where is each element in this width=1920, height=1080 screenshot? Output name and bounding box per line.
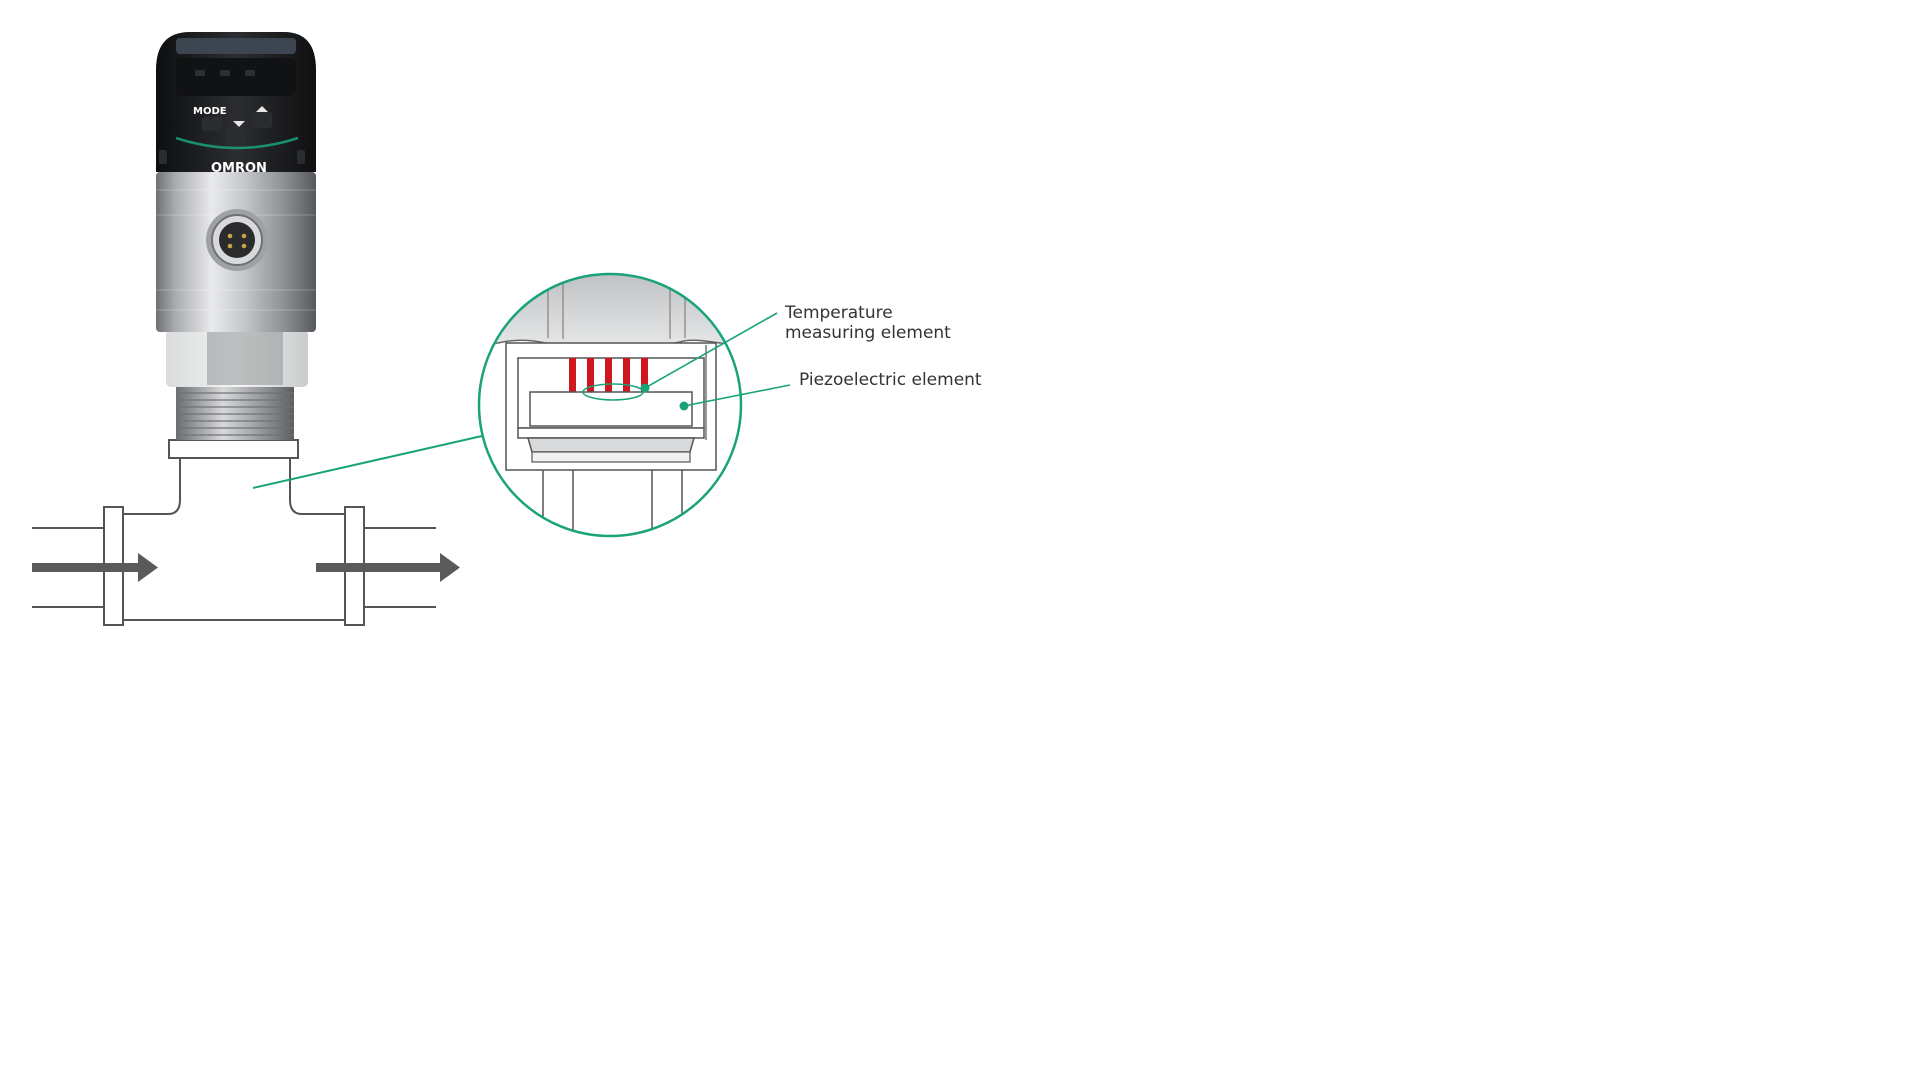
piezo-leader-line <box>683 384 791 407</box>
callouts: Temperature measuring element Piezoelect… <box>640 303 982 411</box>
arrow-right-icon <box>32 553 158 582</box>
temperature-label-line1: Temperature <box>784 303 893 323</box>
temperature-element-bars <box>569 358 648 392</box>
sensor-base-plate <box>168 439 299 459</box>
zoom-circle-border <box>477 272 743 538</box>
pressure-sensor: MODE OMRON <box>156 32 316 440</box>
diaphragm <box>527 437 695 453</box>
up-button <box>252 112 272 128</box>
flow-arrows <box>32 553 460 582</box>
pipe-assembly <box>32 439 436 626</box>
temperature-label-line2: measuring element <box>785 323 951 343</box>
indicator-ring <box>175 136 299 150</box>
arrow-right-icon <box>316 553 460 582</box>
triangle-down-icon <box>233 121 245 127</box>
temperature-leader-dot <box>640 383 650 393</box>
temperature-leader-line <box>644 312 778 389</box>
t-fitting-body <box>123 458 345 621</box>
piezoelectric-label: Piezoelectric element <box>799 370 982 390</box>
threaded-port <box>176 386 294 440</box>
zoom-leader-line <box>252 435 483 489</box>
zoom-detail <box>477 272 743 538</box>
mode-button-label: MODE <box>193 106 227 117</box>
triangle-up-icon <box>256 106 268 112</box>
piezo-leader-dot <box>679 401 689 411</box>
down-button <box>226 129 246 145</box>
connector-icon <box>206 209 268 271</box>
piezoelectric-plate <box>529 391 693 427</box>
brand-logo: OMRON <box>211 161 267 176</box>
housing-cap <box>479 274 741 348</box>
mode-button <box>202 117 222 131</box>
display-window <box>176 38 296 54</box>
